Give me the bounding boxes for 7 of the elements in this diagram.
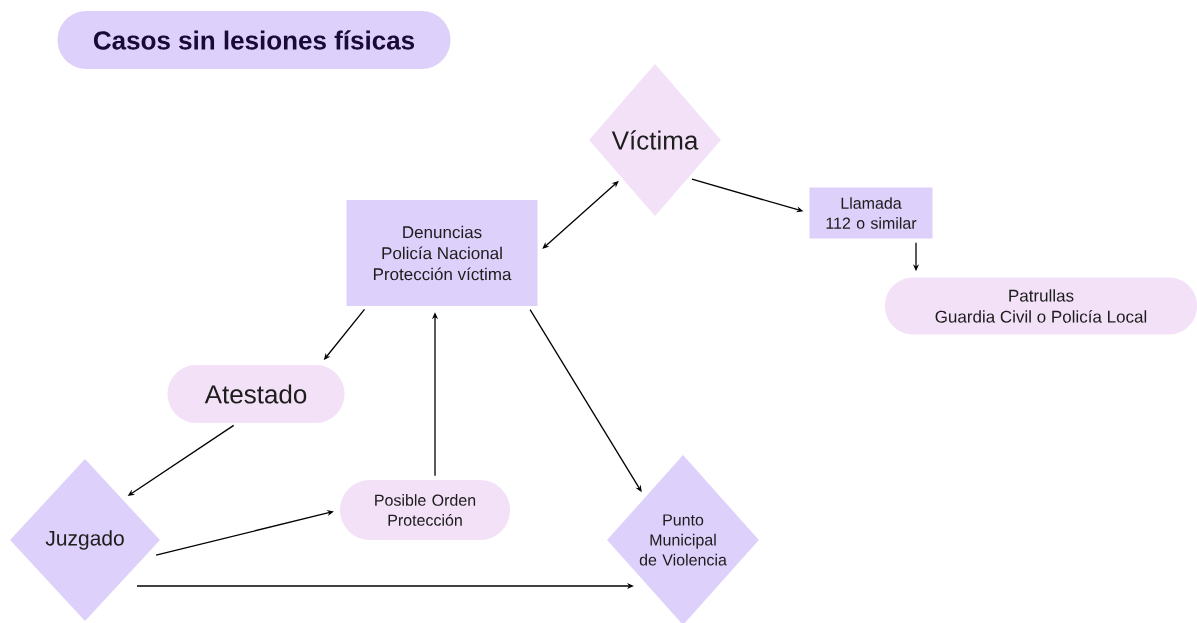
process-box: Llamada 112 o similar bbox=[809, 187, 933, 239]
arrow bbox=[155, 510, 334, 556]
rounded-box: Atestado bbox=[167, 365, 345, 423]
title-pill: Casos sin lesiones físicas bbox=[57, 11, 451, 69]
rounded-box: Patrullas Guardia Civil o Policía Local bbox=[885, 277, 1197, 335]
rounded-box: Posible Orden Protección bbox=[340, 480, 510, 540]
process-box: Denuncias Policía Nacional Protección víctima bbox=[346, 200, 538, 306]
